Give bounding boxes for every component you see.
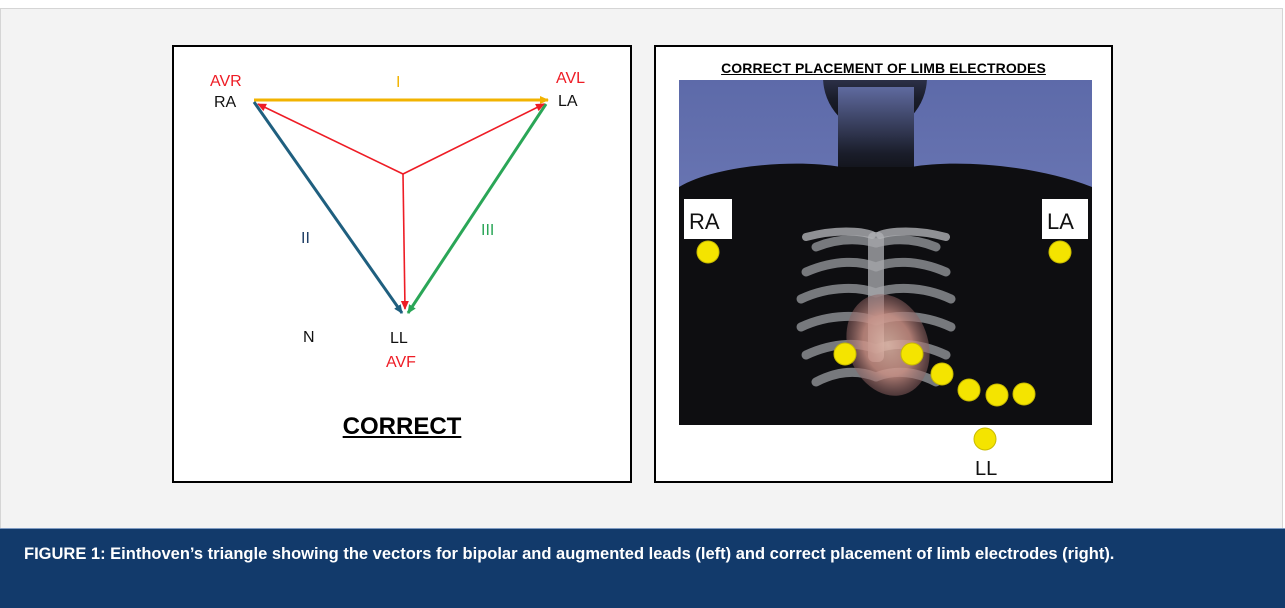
v5-electrode	[986, 384, 1008, 406]
ll-electrode	[974, 428, 996, 450]
ra-electrode	[697, 241, 719, 263]
ra-label: RA	[214, 94, 237, 111]
v1-electrode	[834, 343, 856, 365]
lead-ii-label: II	[301, 230, 310, 247]
la-label: LA	[558, 93, 578, 110]
figure-caption: FIGURE 1: Einthoven’s triangle showing t…	[0, 528, 1285, 608]
v3-electrode	[931, 363, 953, 385]
avf-vector	[403, 174, 405, 309]
la-electrode	[1049, 241, 1071, 263]
einthoven-triangle-panel: AVR RA I AVL LA II III N LL AVF CORRECT	[172, 45, 632, 483]
lead-ii-vector	[254, 102, 402, 313]
correct-label: CORRECT	[174, 413, 630, 441]
ll-electrode-label: LL	[975, 458, 997, 480]
torso-image	[679, 47, 1092, 425]
electrode-placement-panel: CORRECT PLACEMENT OF LIMB ELECTRODES	[654, 45, 1113, 483]
lead-i-label: I	[396, 74, 400, 91]
v4-electrode	[958, 379, 980, 401]
v6-electrode	[1013, 383, 1035, 405]
caption-text: FIGURE 1: Einthoven’s triangle showing t…	[24, 545, 1114, 563]
la-electrode-label: LA	[1047, 209, 1074, 234]
v2-electrode	[901, 343, 923, 365]
avr-label: AVR	[210, 73, 242, 90]
n-label: N	[303, 329, 315, 346]
torso-illustration: RA LA LL	[656, 47, 1111, 481]
ll-label: LL	[390, 330, 408, 347]
lead-iii-label: III	[481, 222, 494, 239]
avf-label: AVF	[386, 354, 416, 371]
ra-electrode-label: RA	[689, 209, 720, 234]
lead-iii-vector	[408, 104, 546, 313]
avl-label: AVL	[556, 70, 585, 87]
